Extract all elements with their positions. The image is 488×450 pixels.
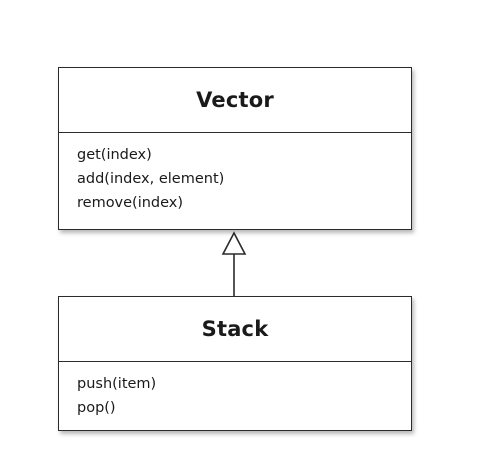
- vector-method-get: get(index): [77, 147, 152, 163]
- vector-method-add: add(index, element): [77, 171, 225, 187]
- vector-method-remove: remove(index): [77, 195, 184, 211]
- inheritance-triangle-icon: [221, 231, 247, 255]
- stack-method-push: push(item): [77, 376, 157, 392]
- stack-class-name: Stack: [59, 297, 411, 362]
- stack-method-list: push(item) pop(): [59, 362, 411, 420]
- vector-class-name: Vector: [59, 68, 411, 133]
- stack-method-pop: pop(): [77, 400, 116, 416]
- stack-class-box: Stack push(item) pop(): [58, 296, 412, 431]
- vector-class-box: Vector get(index) add(index, element) re…: [58, 67, 412, 230]
- vector-method-list: get(index) add(index, element) remove(in…: [59, 133, 411, 215]
